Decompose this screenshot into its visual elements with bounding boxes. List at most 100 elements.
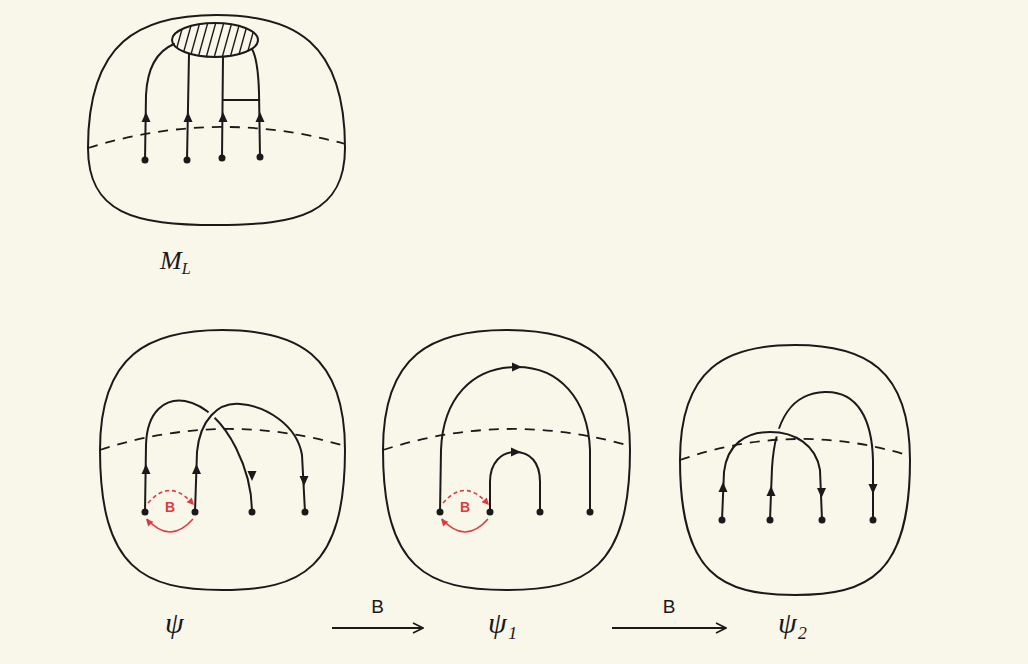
hatching [158,22,272,58]
loop-label: B [165,500,175,514]
hatching [158,22,168,58]
strand-arrowhead [142,112,265,122]
endpoint-dot [537,509,544,516]
hemisphere-outline [88,15,345,225]
hemisphere-outline [383,330,630,590]
figure-node: ψ [120,326,330,658]
hatching [262,22,272,58]
strand [195,404,305,512]
hemisphere-outline [383,330,630,590]
hatching [222,22,232,58]
endpoint-dot [819,517,826,524]
braid-loop [442,491,488,533]
braid-loop-arrowhead [146,519,153,527]
strand-arrowhead [511,448,521,457]
endpoint-dot [184,157,191,164]
hatching [190,22,200,58]
braid-loop-arrowhead [146,498,194,527]
endpoint-dot [719,517,726,524]
strand [187,54,189,160]
figure-node: ψ₁ [425,326,610,658]
hatching [174,22,184,58]
strand-arrowhead [817,488,826,498]
endpoint-dot [487,509,494,516]
hatching [198,22,208,58]
boundary-disk [172,23,258,57]
equator-dashed [88,127,345,148]
endpoint-dot [142,154,264,164]
figure-label: ψ₂ [778,606,807,641]
hatching [230,22,240,58]
endpoint-dot [719,517,877,524]
strand [440,367,590,512]
hemisphere-outline [680,345,910,595]
hatching [214,22,224,58]
hemisphere-outline [680,345,910,595]
figure-label: ML [160,246,191,276]
endpoint-dot [142,157,149,164]
strand-arrowhead [142,464,151,474]
braid-loop [147,519,193,532]
strand [145,44,174,160]
endpoint-dot [257,154,264,161]
hemisphere-outline [88,10,346,290]
strand [145,44,260,160]
endpoint-dot [219,155,226,162]
strand [440,367,590,512]
braid-loop-arrowhead [187,498,194,506]
strand [252,49,260,157]
figure-node: ψ₂ [728,340,870,658]
braid-loop [442,519,488,532]
strand [195,404,305,512]
figure-node: ML [88,10,346,290]
strand [722,392,873,520]
endpoint-dot [192,509,199,516]
strand [223,99,259,101]
strand-arrowhead [248,471,257,481]
strand-arrowhead [719,482,878,498]
braid-loop-arrowhead [482,498,489,506]
strand [145,401,305,512]
arrow-label: B [369,597,386,618]
strand-arrowhead [184,112,193,122]
endpoint-dot [249,509,256,516]
equator-dashed [383,429,630,450]
endpoint-dot [767,517,774,524]
strand-arrowhead [219,112,228,122]
hatching [206,22,216,58]
equator-dashed [100,429,345,450]
endpoint-dot [302,509,309,516]
hemisphere-outline [425,326,610,658]
strand-arrowhead [512,363,522,372]
hemisphere-outline [100,330,345,590]
strand [490,452,540,512]
strand-arrowhead [719,482,728,492]
endpoint-dot [870,517,877,524]
braid-loop [147,491,193,533]
strand-arrowhead [142,112,151,122]
loop-label: B [460,500,470,514]
figure-label: ψ₁ [488,606,517,641]
boundary-disk [158,22,272,58]
arrow-label: B [661,597,678,618]
strand-arrowhead [869,484,878,494]
endpoint-dot [142,509,149,516]
strand-arrowhead [767,486,776,496]
strand-arrowhead [300,476,309,486]
transformation-arrow [612,627,726,629]
subscript: L [182,260,191,277]
figure-label: ψ [165,606,184,641]
strand-arrowhead [256,112,265,122]
endpoint-dot [437,509,444,516]
strand-arrowhead [192,464,201,474]
hemisphere-outline [120,326,330,658]
strand [222,57,223,158]
hemisphere-outline [88,15,345,225]
braid-loop-arrowhead [441,519,448,527]
braid-loop-arrowhead [441,498,489,527]
strand-arrowhead [142,464,309,486]
hemisphere-outline [100,330,345,590]
